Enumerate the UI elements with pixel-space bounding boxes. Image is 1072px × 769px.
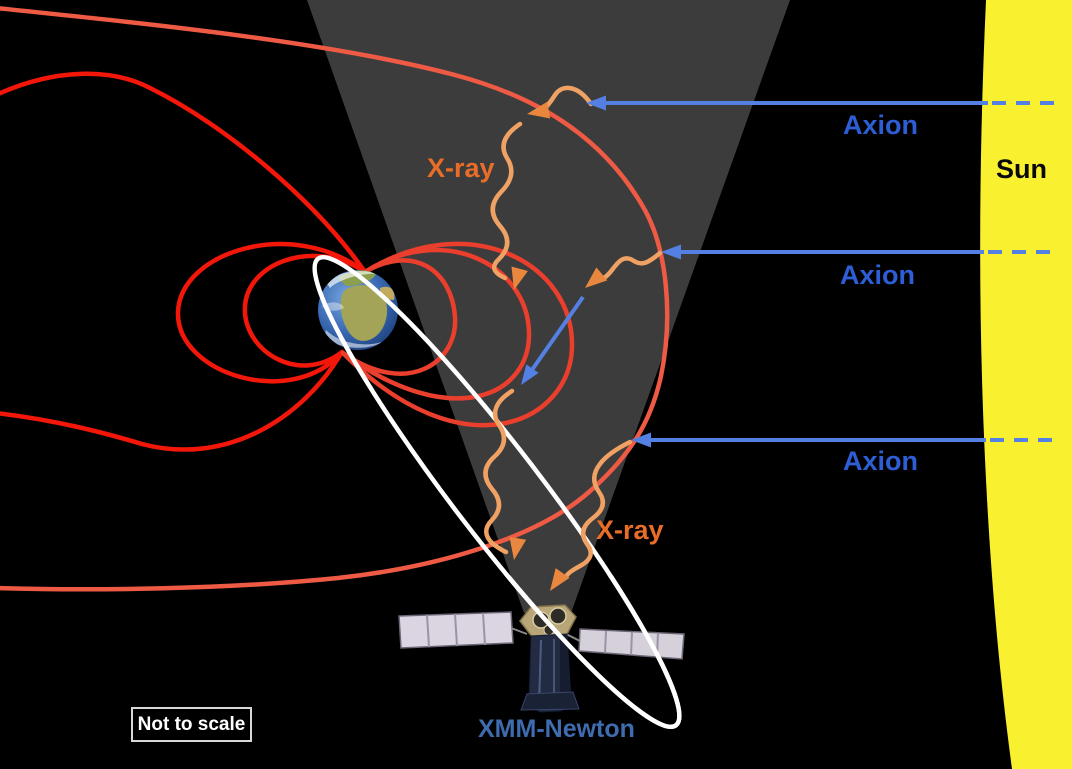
earth-clouds-top xyxy=(326,271,380,288)
magnetic-field-lines xyxy=(0,6,670,592)
field-line-left-open-bottom xyxy=(0,349,345,452)
axion-label-2: Axion xyxy=(840,260,916,290)
orbit-ellipse-front-segment xyxy=(430,575,682,730)
xmm-newton-satellite-icon xyxy=(398,604,685,713)
xray-wave-2b xyxy=(483,388,515,555)
field-line-left-outer xyxy=(175,241,368,384)
axion-arrowhead-diagonal xyxy=(521,364,539,385)
satellite-strut-right xyxy=(565,633,581,642)
satellite-body-shadow xyxy=(560,634,571,700)
field-line-right-outer xyxy=(342,241,575,428)
axion-arrowhead-3 xyxy=(631,432,651,448)
sun-label: Sun xyxy=(996,154,1047,184)
axion-arrowhead-2 xyxy=(661,244,681,260)
earth-landmass-africa xyxy=(340,285,388,341)
satellite-mirror-aperture-2 xyxy=(549,607,567,625)
earth-globe-icon xyxy=(318,270,398,350)
telescope-fov-cone-icon xyxy=(307,0,790,613)
earth-landmass-mideast xyxy=(380,286,395,300)
xray-arrowhead-1b xyxy=(511,266,528,290)
xray-arrowhead-1a xyxy=(527,101,551,119)
xray-arrowhead-3 xyxy=(550,568,570,591)
xray-wave-3 xyxy=(563,439,633,580)
field-line-right-inner xyxy=(340,258,458,376)
earth-clouds-bottom xyxy=(324,330,382,348)
xray-arrowheads xyxy=(509,101,608,591)
field-line-right-middle xyxy=(341,247,532,401)
axion-label-1: Axion xyxy=(843,110,919,140)
axion-arrowheads xyxy=(521,95,681,448)
sun-disk xyxy=(980,0,1072,769)
not-to-scale-note: Not to scale xyxy=(131,707,252,742)
satellite-skirt xyxy=(520,691,580,711)
xray-label-2: X-ray xyxy=(596,515,664,545)
axion-arrows xyxy=(525,101,1062,442)
satellite-label: XMM-Newton xyxy=(478,715,635,743)
axion-arrow-diagonal-line xyxy=(525,295,585,379)
xray-arrowhead-2b xyxy=(509,536,527,560)
xray-wave-1b xyxy=(490,121,523,281)
xray-arrowhead-2a xyxy=(585,267,608,288)
not-to-scale-text: Not to scale xyxy=(137,713,246,735)
axion-label-3: Axion xyxy=(843,446,919,476)
xray-label-1: X-ray xyxy=(427,153,495,183)
field-line-magnetopause-sweep xyxy=(0,6,670,592)
axion-arrowhead-1 xyxy=(586,95,606,111)
satellite-strut-left xyxy=(510,627,528,635)
field-line-left-open-top xyxy=(0,71,368,275)
